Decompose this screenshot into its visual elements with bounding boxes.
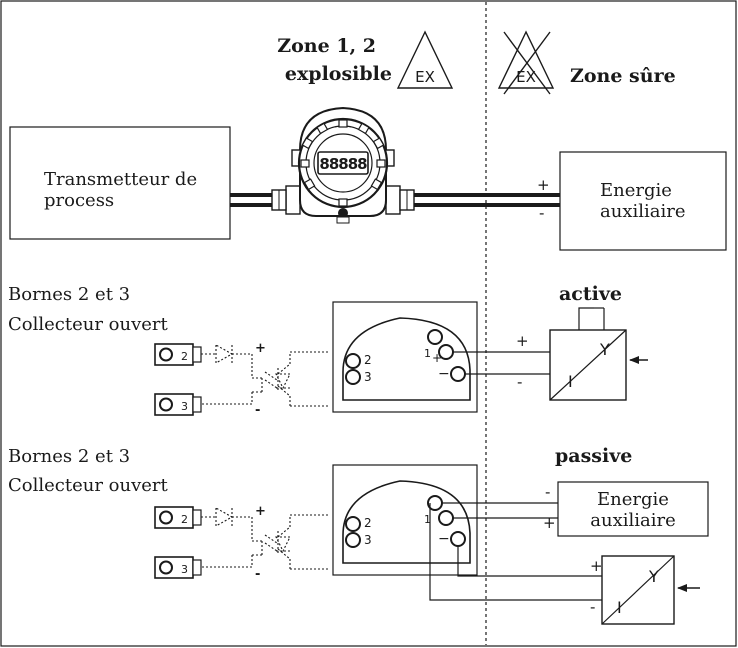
passive-supply-line1: Energie bbox=[597, 489, 669, 510]
active-wires bbox=[453, 351, 550, 375]
active-converter-icon bbox=[549, 307, 648, 401]
terminal-block-2-active: 2 bbox=[154, 343, 202, 366]
active-converter-out: Y bbox=[599, 340, 610, 359]
power-supply-top-box bbox=[559, 151, 727, 251]
active-terminal-3-label: 3 bbox=[364, 370, 372, 384]
passive-converter-out: Y bbox=[648, 567, 659, 586]
svg-text:2: 2 bbox=[181, 350, 188, 363]
active-label-collector: Collecteur ouvert bbox=[8, 314, 169, 335]
passive-terminal-3-label: 3 bbox=[364, 533, 372, 547]
optocoupler-active-icon bbox=[201, 344, 328, 407]
zone-safe-label: Zone sûre bbox=[570, 65, 676, 87]
active-title: active bbox=[559, 283, 622, 305]
loop-cable bbox=[230, 193, 560, 207]
active-label-terminals: Bornes 2 et 3 bbox=[8, 284, 130, 305]
svg-text:2: 2 bbox=[181, 513, 188, 526]
device-terminal-box-active bbox=[332, 301, 478, 413]
terminal-block-2-passive: 2 bbox=[154, 506, 202, 529]
terminal-block-3-passive: 3 bbox=[154, 556, 202, 579]
svg-text:3: 3 bbox=[181, 563, 188, 576]
transmitter-label-line2: process bbox=[44, 190, 114, 211]
svg-text:EX: EX bbox=[415, 68, 435, 86]
active-terminal-minus: − bbox=[438, 366, 450, 382]
passive-wires bbox=[429, 502, 558, 601]
transmitter-label-line1: Transmetteur de bbox=[44, 169, 197, 190]
active-terminal-1-label: 1 bbox=[424, 347, 431, 360]
svg-text:EX: EX bbox=[516, 68, 536, 86]
terminal-block-3-active: 3 bbox=[154, 393, 202, 416]
passive-title: passive bbox=[555, 445, 632, 467]
power-top-line2: auxiliaire bbox=[600, 201, 686, 222]
zone-hazard-line2: explosible bbox=[285, 63, 392, 85]
transmitter-box bbox=[9, 126, 231, 240]
passive-supply-plus: + bbox=[543, 514, 556, 532]
device-terminal-box-passive bbox=[332, 464, 478, 576]
passive-terminal-1-label: 1 bbox=[424, 513, 431, 526]
passive-terminal-2-label: 2 bbox=[364, 516, 372, 530]
active-conv-minus: - bbox=[517, 373, 522, 391]
passive-supply-minus: - bbox=[545, 483, 550, 501]
optocoupler-passive-icon bbox=[201, 507, 328, 570]
passive-label-terminals: Bornes 2 et 3 bbox=[8, 446, 130, 467]
passive-converter-in: I bbox=[617, 598, 622, 617]
passive-conv-minus: - bbox=[590, 598, 595, 616]
active-conv-plus: + bbox=[516, 332, 529, 350]
active-converter-in: I bbox=[568, 372, 573, 391]
ex-warning-icon: EX bbox=[396, 30, 454, 89]
field-display-housing-icon: 88888 bbox=[271, 106, 415, 224]
passive-supply-line2: auxiliaire bbox=[590, 510, 676, 531]
opto-passive-plus: + bbox=[255, 504, 266, 519]
passive-supply-box bbox=[557, 481, 709, 537]
passive-label-collector: Collecteur ouvert bbox=[8, 475, 169, 496]
ex-crossed-icon: EX bbox=[497, 30, 555, 95]
power-top-line1: Energie bbox=[600, 180, 672, 201]
active-terminal-2-label: 2 bbox=[364, 353, 372, 367]
power-top-minus: - bbox=[539, 204, 544, 222]
svg-text:3: 3 bbox=[181, 400, 188, 413]
zone-hazard-line1: Zone 1, 2 bbox=[277, 35, 376, 57]
power-top-plus: + bbox=[537, 176, 550, 194]
passive-terminal-minus: − bbox=[438, 531, 450, 547]
opto-active-plus: + bbox=[255, 341, 266, 356]
opto-passive-minus: - bbox=[255, 567, 260, 582]
opto-active-minus: - bbox=[255, 403, 260, 418]
svg-text:88888: 88888 bbox=[319, 155, 367, 173]
active-terminal-plus: + bbox=[432, 351, 442, 365]
passive-conv-plus: + bbox=[590, 557, 603, 575]
passive-converter-icon bbox=[550, 555, 700, 625]
